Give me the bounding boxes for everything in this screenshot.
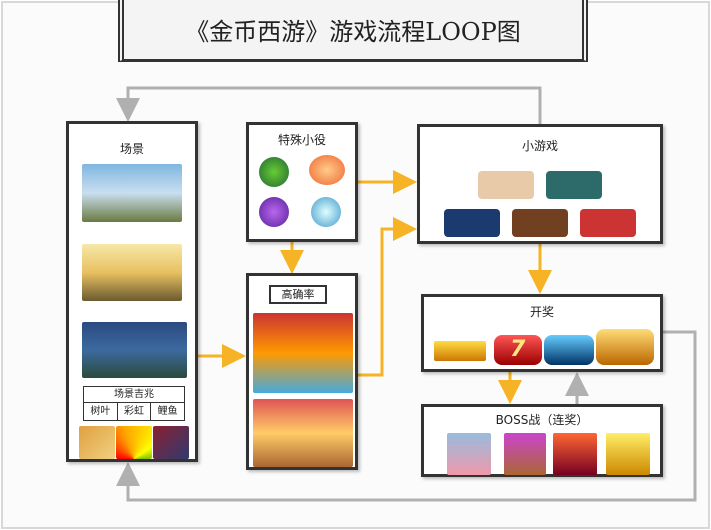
red-seven-symbol-icon (494, 335, 542, 365)
boss-avatar-2 (504, 433, 546, 475)
omen-table: 场景吉兆 树叶 彩虹 鲤鱼 (83, 386, 185, 421)
scene-image-day (82, 164, 182, 222)
scene-image-night (82, 322, 187, 378)
minigame-sea-icon (546, 171, 602, 199)
gold-seven-symbol-icon (596, 329, 654, 365)
lottery-box: 开奖 7 (421, 294, 663, 372)
peach-icon (309, 155, 345, 185)
minigame-box: 小游戏 (417, 124, 663, 244)
high-to-minigame-arrow (358, 217, 417, 377)
boss-avatar-4 (606, 433, 650, 475)
boss-box: BOSS战（连奖） (421, 404, 663, 477)
minigame-cards-icon (580, 209, 636, 237)
lottery-label: 开奖 (529, 305, 554, 319)
loop-arrow-top (116, 86, 542, 124)
watermelon-icon (259, 157, 289, 187)
special-box: 特殊小役 (246, 122, 358, 242)
minigame-wheel-icon (478, 171, 534, 199)
boss-avatar-3 (553, 433, 597, 475)
boss-avatar-1 (447, 433, 491, 475)
omen-table-header: 场景吉兆 (84, 387, 184, 403)
rainbow-omen-image (116, 426, 152, 459)
omen-cell-leaf: 树叶 (84, 403, 118, 420)
loop-arrow-bottom (116, 330, 697, 502)
high-probability-image-2 (253, 399, 353, 467)
scene-image-sunset (82, 244, 182, 301)
page-title: 《金币西游》游戏流程LOOP图 (118, 0, 588, 62)
blue-seven-symbol-icon (544, 335, 594, 365)
minigame-desert-icon (512, 209, 568, 237)
water-drop-icon (311, 197, 341, 227)
scene-label: 场景 (119, 142, 144, 156)
high-probability-image-1 (253, 313, 353, 393)
scene-box: 场景 场景吉兆 树叶 彩虹 鲤鱼 (66, 121, 198, 462)
carp-omen-image (153, 426, 189, 459)
boss-label: BOSS战（连奖） (495, 413, 589, 427)
leaf-omen-image (79, 426, 115, 459)
high-probability-box: 高确率 (246, 273, 358, 470)
omen-cell-rainbow: 彩虹 (118, 403, 152, 420)
minigame-label: 小游戏 (521, 139, 558, 153)
high-probability-label: 高确率 (269, 285, 327, 304)
red-seven-icon: 7 (510, 337, 526, 362)
special-label: 特殊小役 (277, 133, 326, 147)
grapes-icon (259, 197, 289, 227)
gold-coin-logo-icon (434, 341, 486, 361)
omen-cell-carp: 鲤鱼 (157, 406, 178, 417)
minigame-night-icon (444, 209, 500, 237)
